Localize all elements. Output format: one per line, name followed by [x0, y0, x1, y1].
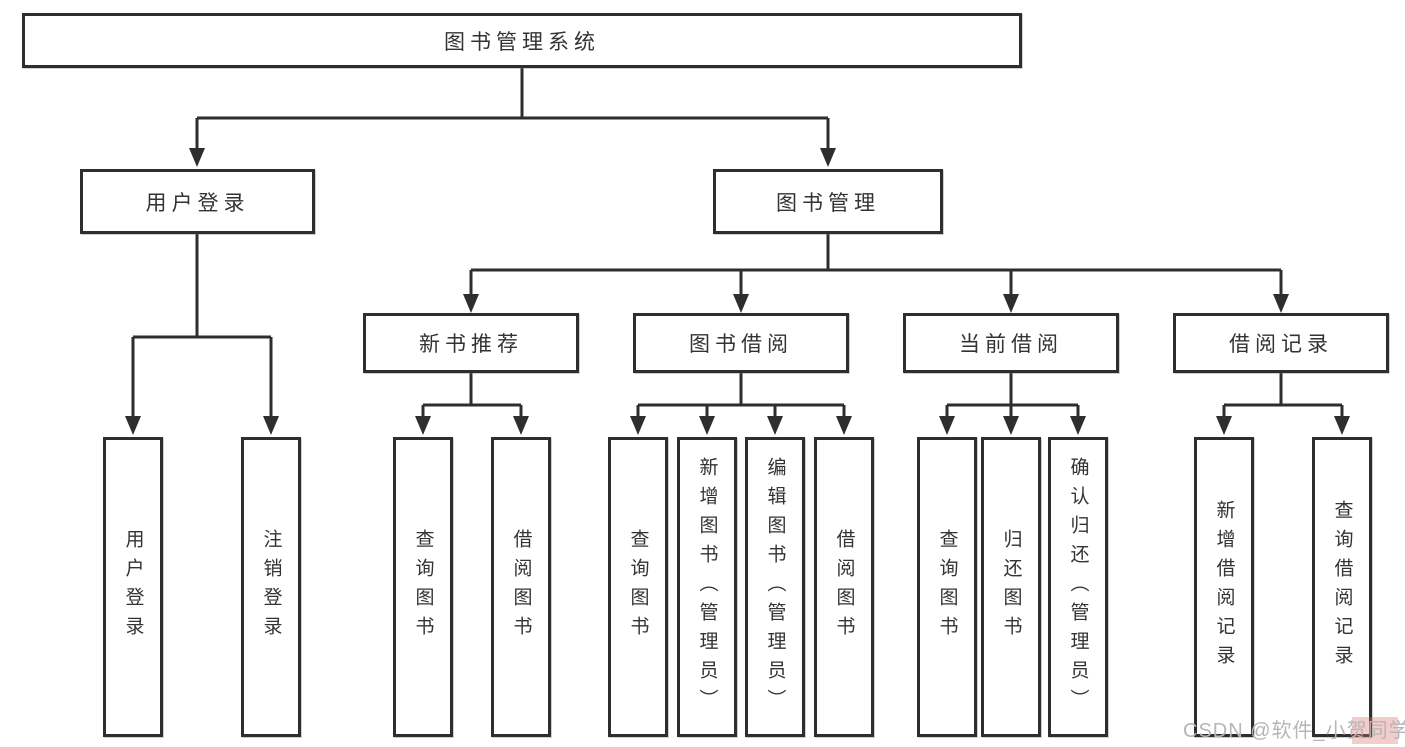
leaf-logout-login: 注销登录: [241, 437, 301, 737]
node-book-borrowing: 图书借阅: [633, 313, 849, 373]
leaf-borrow-books-recommend: 借阅图书: [491, 437, 551, 737]
leaf-user-login: 用户登录: [103, 437, 163, 737]
leaf-return-books: 归还图书: [981, 437, 1041, 737]
csdn-watermark: CSDN @软件_小贺同学: [1183, 720, 1405, 742]
leaf-query-books-current: 查询图书: [917, 437, 977, 737]
node-borrowing-records: 借阅记录: [1173, 313, 1389, 373]
leaf-add-borrow-record: 新增借阅记录: [1194, 437, 1254, 737]
node-user-login: 用户登录: [80, 169, 315, 234]
leaf-borrow-books-borrowing: 借阅图书: [814, 437, 874, 737]
leaf-add-books-admin: 新增图书（管理员）: [677, 437, 737, 737]
leaf-edit-books-admin: 编辑图书（管理员）: [745, 437, 805, 737]
node-library-management-system: 图书管理系统: [22, 13, 1022, 68]
leaf-query-borrow-record: 查询借阅记录: [1312, 437, 1372, 737]
watermark-accent: [1352, 717, 1398, 744]
node-current-borrowing: 当前借阅: [903, 313, 1119, 373]
node-new-book-recommendation: 新书推荐: [363, 313, 579, 373]
tree-edges: [131, 68, 1344, 418]
leaf-confirm-return-admin: 确认归还（管理员）: [1048, 437, 1108, 737]
node-book-management: 图书管理: [713, 169, 943, 234]
leaf-query-books-borrowing: 查询图书: [608, 437, 668, 737]
leaf-query-books-recommend: 查询图书: [393, 437, 453, 737]
